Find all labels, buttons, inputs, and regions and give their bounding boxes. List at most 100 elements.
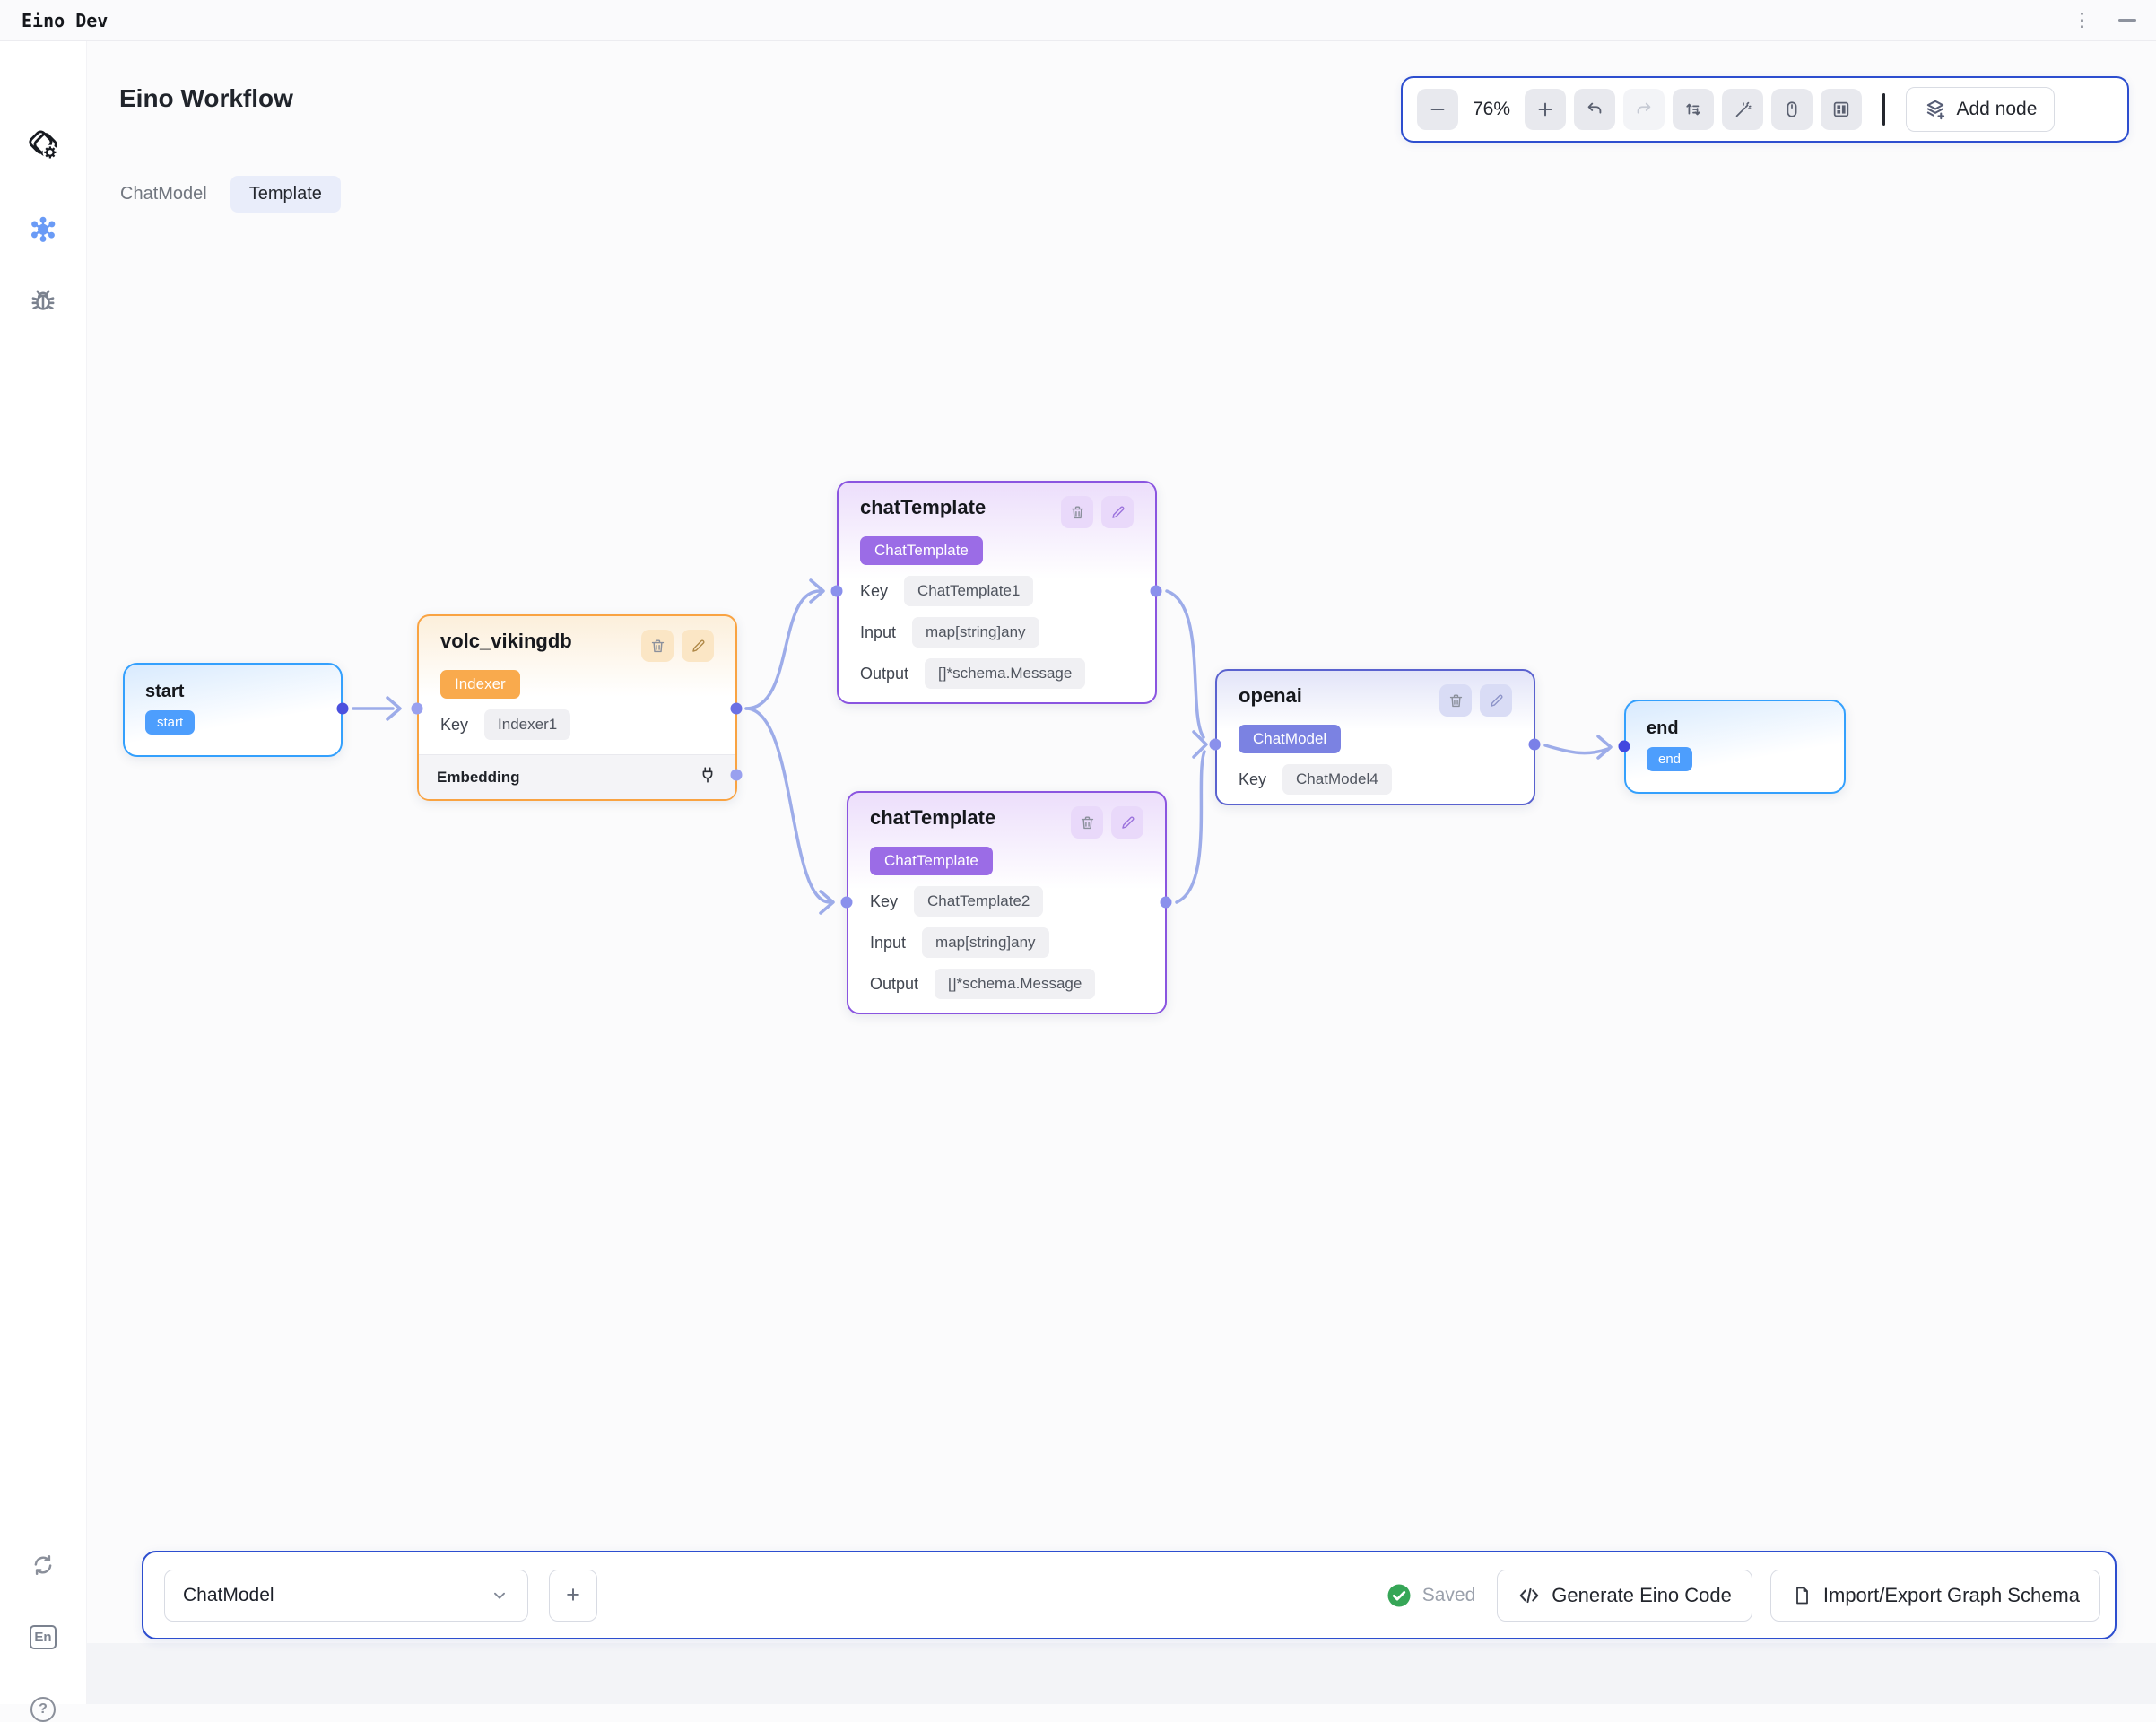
mouse-icon <box>1787 101 1797 117</box>
language-toggle[interactable]: En <box>30 1625 57 1649</box>
minimize-icon[interactable] <box>2118 19 2136 22</box>
port-volc_vikingdb-embedding[interactable] <box>730 769 743 781</box>
delete-node-button[interactable] <box>1061 496 1093 528</box>
tab-template[interactable]: Template <box>230 175 341 213</box>
zoom-out-button[interactable] <box>1417 89 1458 130</box>
port-chatTemplate1-right[interactable] <box>1150 585 1162 597</box>
magic-wand-button[interactable] <box>1722 89 1763 130</box>
footer-label: Embedding <box>437 768 520 786</box>
port-chatTemplate2-right[interactable] <box>1160 896 1172 909</box>
sidebar-item-debug[interactable] <box>28 285 58 316</box>
node-actions <box>1071 806 1143 839</box>
port-volc_vikingdb-right[interactable] <box>730 702 743 715</box>
node-actions <box>1439 684 1512 717</box>
sidebar-item-workflow[interactable] <box>27 213 59 245</box>
plus-icon <box>1538 102 1552 117</box>
import-export-button[interactable]: Import/Export Graph Schema <box>1769 1569 2100 1622</box>
field-value: map[string]any <box>922 927 1049 958</box>
edit-node-button[interactable] <box>682 630 714 662</box>
field-label: Output <box>870 974 919 993</box>
field-value: []*schema.Message <box>925 658 1086 689</box>
pencil-icon <box>1111 505 1125 518</box>
node-type-badge: Indexer <box>440 670 520 699</box>
graph-select[interactable]: ChatModel <box>164 1569 528 1622</box>
edge-chatTemplate2-to-openai <box>1175 750 1206 904</box>
plug-icon[interactable] <box>698 765 717 785</box>
node-title: chatTemplate <box>870 806 996 829</box>
help-button[interactable]: ? <box>30 1697 56 1722</box>
edit-node-button[interactable] <box>1111 806 1143 839</box>
field-value: ChatTemplate1 <box>904 576 1034 606</box>
auto-layout-icon <box>1686 103 1700 116</box>
node-field: Output[]*schema.Message <box>860 658 1134 689</box>
edit-node-button[interactable] <box>1480 684 1512 717</box>
minimap-button[interactable] <box>1821 89 1862 130</box>
node-field: Input map[string]any <box>870 927 1143 958</box>
field-value: ChatModel4 <box>1282 764 1392 795</box>
generate-code-button[interactable]: Generate Eino Code <box>1497 1569 1752 1622</box>
field-label: Input <box>870 933 907 952</box>
node-title: openai <box>1239 684 1302 707</box>
delete-node-button[interactable] <box>1071 806 1103 839</box>
edit-node-button[interactable] <box>1101 496 1134 528</box>
trash-icon <box>1081 815 1093 829</box>
port-openai-left[interactable] <box>1209 738 1221 751</box>
port-chatTemplate1-left[interactable] <box>830 585 843 597</box>
redo-button[interactable] <box>1623 89 1665 130</box>
trash-icon <box>1449 693 1462 707</box>
add-graph-button[interactable]: + <box>549 1569 597 1622</box>
layers-plus-icon <box>1926 100 1944 120</box>
trash-icon <box>1071 505 1083 518</box>
field-label: Key <box>1239 770 1267 788</box>
magic-wand-icon <box>1735 101 1752 117</box>
edge-openai-to-end <box>1543 744 1610 755</box>
pencil-icon <box>1121 815 1135 829</box>
field-label: Key <box>860 581 889 600</box>
port-start-right[interactable] <box>336 702 349 715</box>
delete-node-button[interactable] <box>641 630 674 662</box>
auto-layout-button[interactable] <box>1673 89 1714 130</box>
undo-icon <box>1587 102 1602 114</box>
window-title: Eino Dev <box>22 9 109 31</box>
field-value: ChatTemplate2 <box>914 886 1044 917</box>
node-actions <box>641 630 714 662</box>
port-end-left[interactable] <box>1618 740 1630 752</box>
code-icon <box>1520 1587 1539 1603</box>
node-type-badge: ChatTemplate <box>860 536 983 565</box>
edge-arrowhead <box>1596 735 1613 760</box>
import-export-label: Import/Export Graph Schema <box>1822 1583 2080 1606</box>
page-title: Eino Workflow <box>119 84 293 112</box>
mouse-mode-button[interactable] <box>1771 89 1813 130</box>
field-value: Indexer1 <box>484 709 571 740</box>
undo-button[interactable] <box>1574 89 1615 130</box>
delete-node-button[interactable] <box>1439 684 1472 717</box>
zoom-in-button[interactable] <box>1525 89 1566 130</box>
zoom-level: 76% <box>1472 99 1511 119</box>
pencil-icon <box>1490 693 1503 707</box>
tab-chatmodel[interactable]: ChatModel <box>120 183 207 204</box>
port-volc_vikingdb-left[interactable] <box>411 702 423 715</box>
add-node-button[interactable]: Add node <box>1905 87 2056 132</box>
node-actions <box>1061 496 1134 528</box>
port-openai-right[interactable] <box>1528 738 1541 751</box>
port-chatTemplate2-left[interactable] <box>840 896 853 909</box>
kebab-menu-icon[interactable]: ⋮ <box>2073 10 2091 30</box>
language-icon: En <box>30 1625 57 1649</box>
refresh-button[interactable] <box>29 1551 57 1579</box>
node-title: volc_vikingdb <box>440 630 572 652</box>
plus-icon: + <box>566 1581 580 1608</box>
edge-arrowhead <box>809 578 825 604</box>
toolbar-divider <box>1882 93 1885 126</box>
edge-chatTemplate1-to-openai <box>1165 589 1205 739</box>
node-type-badge: ChatModel <box>1239 725 1342 753</box>
node-field: Key ChatModel4 <box>1239 764 1512 795</box>
node-type-badge: end <box>1647 747 1693 771</box>
